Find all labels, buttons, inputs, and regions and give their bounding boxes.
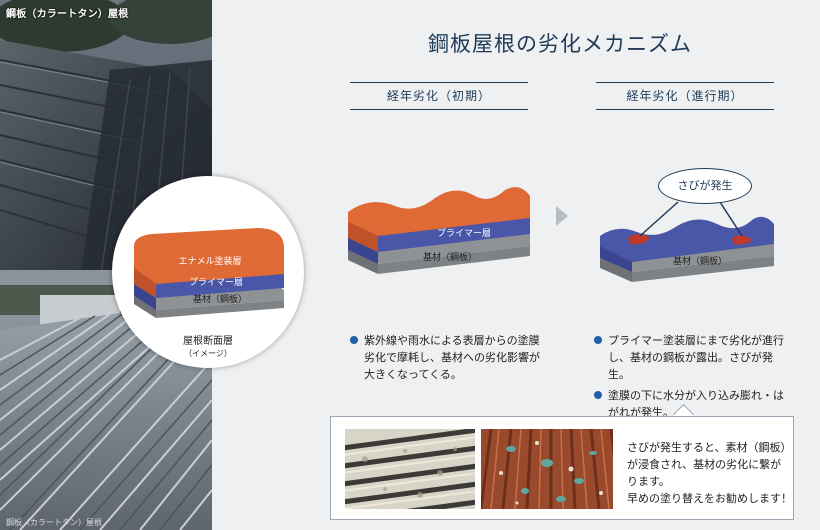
note-line: ります。 [627,475,670,488]
note-line: が浸食され、基材の劣化に繋が [627,458,782,471]
cross-section-illustration: エナメル塗装層 プライマー層 基材（鋼板） [134,228,284,318]
note-line: さびが発生すると、素材（鋼板） [627,441,792,454]
progression-arrow-icon [556,206,568,226]
cross-section-caption: 屋根断面層 （イメージ） [112,336,304,360]
stage-early-block: プライマー層 基材（鋼板） [340,176,540,296]
bullet-dot-icon [594,391,602,399]
stage-early-layer-mid: プライマー層 [437,228,491,239]
stage-early-illustration: プライマー層 基材（鋼板） [348,187,530,274]
stage-early-bullets: 紫外線や雨水による表層からの塗膜劣化で摩耗し、基材への劣化影響が大きくなってくる… [350,332,550,387]
rusted-roof-photo [481,429,613,509]
list-item: 紫外線や雨水による表層からの塗膜劣化で摩耗し、基材への劣化影響が大きくなってくる… [350,332,550,383]
bullet-dot-icon [594,336,602,344]
stage-advanced-bullets: プライマー塗装層にまで劣化が進行し、基材の鋼板が露出。さびが発生。 塗膜の下に水… [594,332,794,425]
cross-section-caption-main: 屋根断面層 [183,336,233,347]
photo-caption: 鋼板（カラートタン）屋根 [6,518,102,527]
page-title: 鋼板屋根の劣化メカニズム [428,32,692,56]
stage-advanced-block: 基材（鋼板） [592,168,782,296]
note-line: 早めの塗り替えをお勧めします！ [627,492,792,505]
cross-section-caption-sub: （イメージ） [184,349,232,358]
photo-label: 鋼板（カラートタン）屋根 [6,9,129,20]
cross-section-circle: エナメル塗装層 プライマー層 基材（鋼板） 屋根断面層 （イメージ） [112,176,304,368]
cross-section-layer-top: エナメル塗装層 [178,255,241,267]
list-item: 塗膜の下に水分が入り込み膨れ・はがれが発生。 [594,387,794,421]
cross-section-layer-base: 基材（鋼板） [193,293,247,305]
bullet-text: プライマー塗装層にまで劣化が進行し、基材の鋼板が露出。さびが発生。 [608,334,784,381]
bullet-dot-icon [350,336,358,344]
rust-note-box: さびが発生すると、素材（鋼板） が浸食され、基材の劣化に繋が ります。 早めの塗… [330,416,794,520]
cross-section-layer-mid: プライマー層 [189,277,243,288]
bullet-text: 塗膜の下に水分が入り込み膨れ・はがれが発生。 [608,389,784,419]
stage-advanced-illustration: 基材（鋼板） [600,201,774,282]
rust-note-text: さびが発生すると、素材（鋼板） が浸食され、基材の劣化に繋が ります。 早めの塗… [627,439,792,507]
list-item: プライマー塗装層にまで劣化が進行し、基材の鋼板が露出。さびが発生。 [594,332,794,383]
rust-spot-right [732,235,752,245]
stage-heading-early: 経年劣化（初期） [350,82,528,110]
weathered-roof-photo [345,429,475,509]
stage-advanced-layer-base: 基材（鋼板） [673,255,727,267]
stage-heading-advanced: 経年劣化（進行期） [596,82,774,110]
bullet-text: 紫外線や雨水による表層からの塗膜劣化で摩耗し、基材への劣化影響が大きくなってくる… [364,334,540,381]
rust-spot-left [628,234,650,245]
rust-callout-bubble: さびが発生 [658,168,752,204]
stage-early-layer-base: 基材（鋼板） [423,251,477,263]
